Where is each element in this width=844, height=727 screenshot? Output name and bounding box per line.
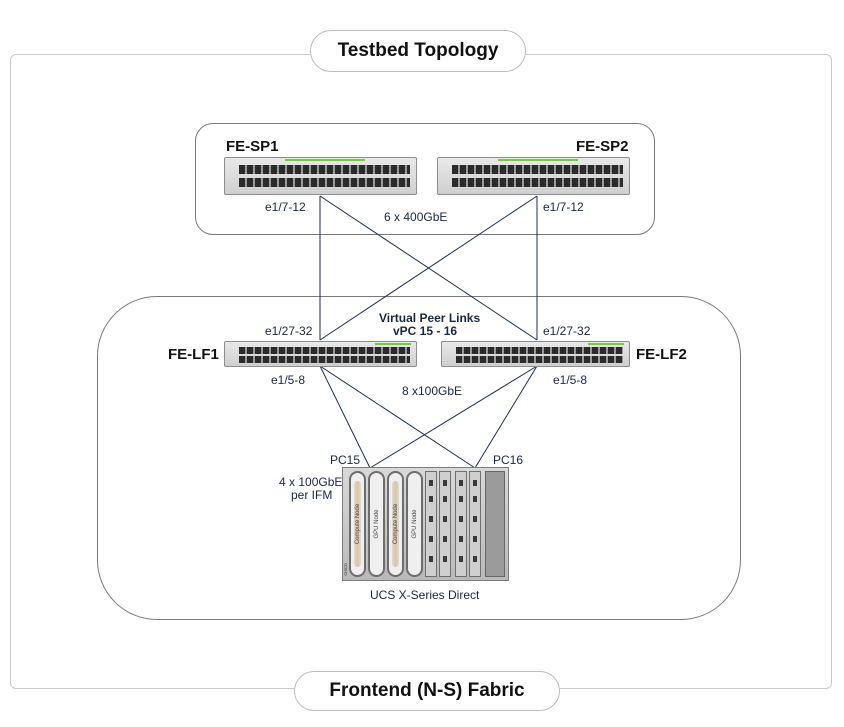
peer-links-line1: Virtual Peer Links [379, 311, 481, 325]
fe-lf2-switch[interactable] [441, 341, 630, 367]
blade-label: GPU Node [373, 509, 380, 539]
cisco-logo: CISCO [343, 563, 348, 576]
blade-gpu-node-1: GPU Node [368, 471, 385, 577]
footer-pill: Frontend (N-S) Fabric [294, 671, 560, 711]
leaf-downlink-label: 8 x100GbE [402, 384, 463, 398]
ifm-module-2 [439, 471, 451, 577]
leaf-group [97, 296, 741, 620]
ucs-x-series-chassis[interactable]: Compute Node GPU Node Compute Node GPU N… [342, 467, 509, 581]
peer-links-line2: vPC 15 - 16 [393, 324, 458, 338]
ifm-label-line2: per IFM [291, 488, 333, 502]
blade-gpu-node-2: GPU Node [406, 471, 423, 577]
spine-group [195, 123, 655, 235]
pc16-label: PC16 [493, 453, 524, 467]
blade-label: Compute Node [354, 503, 361, 545]
sp1-ports: e1/7-12 [265, 200, 306, 214]
ifm-module-1 [425, 471, 437, 577]
sp1-name: FE-SP1 [226, 138, 279, 155]
lf1-uplink-ports: e1/27-32 [265, 324, 313, 338]
psu-module [485, 471, 505, 577]
blade-label: Compute Node [392, 503, 399, 545]
fe-sp2-switch[interactable] [437, 157, 630, 195]
fe-lf1-switch[interactable] [224, 341, 417, 367]
pc15-label: PC15 [330, 453, 361, 467]
blade-label: GPU Node [411, 509, 418, 539]
chassis-name: UCS X-Series Direct [370, 588, 480, 602]
lf1-downlink-ports: e1/5-8 [271, 373, 306, 387]
page-title: Testbed Topology [337, 40, 499, 61]
lf2-downlink-ports: e1/5-8 [553, 373, 588, 387]
blade-compute-node-1: Compute Node [349, 471, 366, 577]
sp2-name: FE-SP2 [576, 138, 629, 155]
ifm-module-4 [469, 471, 481, 577]
lf2-uplink-ports: e1/27-32 [543, 324, 591, 338]
blade-compute-node-2: Compute Node [387, 471, 404, 577]
fabric-title: Frontend (N-S) Fabric [329, 680, 525, 701]
title-pill: Testbed Topology [310, 30, 526, 72]
spine-link-label: 6 x 400GbE [384, 210, 448, 224]
ifm-module-3 [455, 471, 467, 577]
lf1-name: FE-LF1 [168, 346, 219, 363]
sp2-ports: e1/7-12 [543, 200, 584, 214]
fe-sp1-switch[interactable] [224, 157, 417, 195]
ifm-label-line1: 4 x 100GbE [279, 475, 343, 489]
lf2-name: FE-LF2 [636, 346, 687, 363]
